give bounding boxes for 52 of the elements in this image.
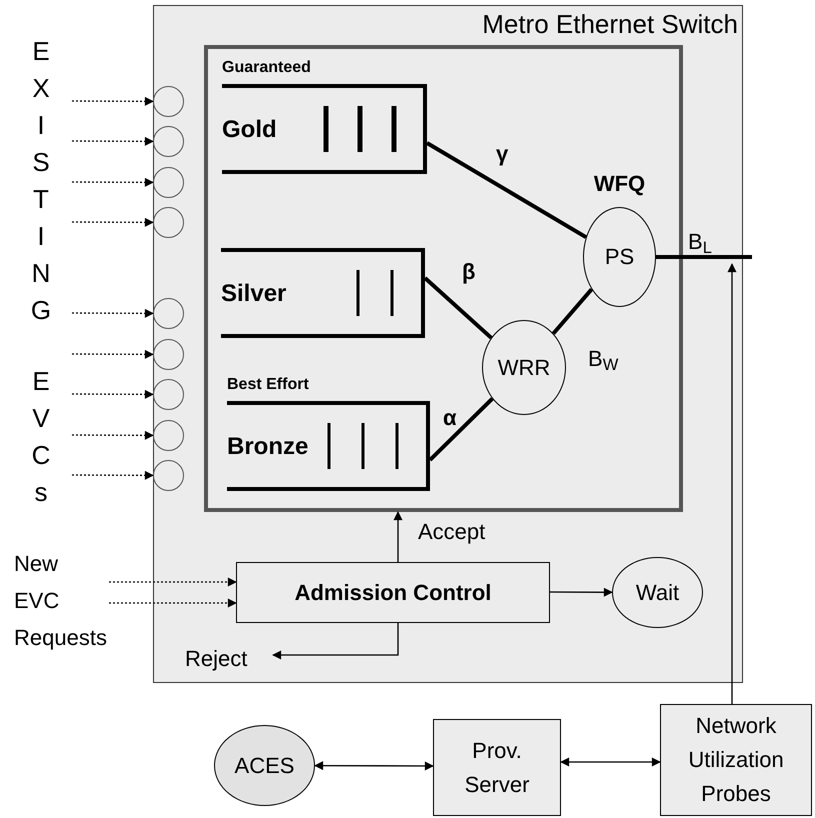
- arrow: [72, 308, 154, 318]
- arrow: [109, 578, 237, 586]
- connector-line: [552, 288, 594, 335]
- node-label: PS: [604, 243, 634, 271]
- edge-label: B$_{W}$: [588, 345, 618, 373]
- edge-label: α: [443, 404, 457, 432]
- arrow: [560, 758, 661, 766]
- text-label: New EVC Requests: [14, 545, 109, 656]
- queue-heading: Best Effort: [227, 375, 309, 395]
- arrow: [109, 598, 237, 608]
- arrow: [72, 136, 154, 146]
- edge-label: B$_{L}$: [688, 228, 712, 256]
- vertical-label: EXISTING: [30, 35, 52, 327]
- vertical-label: EVCs: [30, 365, 52, 509]
- queue-label: Gold: [222, 115, 277, 145]
- panel-title: Metro Ethernet Switch: [482, 8, 738, 40]
- arrow: [72, 178, 154, 187]
- edge-label: Accept: [418, 518, 486, 546]
- box-label: Prov. Server: [464, 736, 530, 798]
- scheduler-label: WFQ: [594, 170, 646, 198]
- arrow: [72, 350, 154, 359]
- arrow: [394, 511, 402, 562]
- connector-line: [428, 397, 494, 462]
- connector-line: [424, 276, 493, 340]
- arrow: [72, 96, 154, 106]
- switch-panel: [153, 5, 743, 683]
- edge-label: β: [462, 258, 476, 286]
- queue-label: Silver: [221, 279, 286, 309]
- queue-label: Bronze: [227, 432, 308, 462]
- text-label: Reject: [185, 640, 273, 670]
- box-label: Admission Control: [294, 578, 492, 606]
- process-box: [660, 704, 812, 816]
- arrow: [72, 470, 154, 480]
- arrow: [72, 390, 154, 399]
- arrow: [550, 588, 613, 597]
- arrow: [72, 218, 154, 227]
- connector-line: [656, 255, 752, 259]
- scheduler-panel: [204, 45, 683, 512]
- queue-heading: Guaranteed: [222, 58, 311, 78]
- edge-label: γ: [496, 140, 508, 168]
- node-label: ACES: [234, 752, 294, 780]
- arrow: [272, 623, 399, 660]
- arrow: [728, 263, 736, 704]
- process-box: [433, 719, 561, 816]
- node-label: Wait: [636, 578, 680, 606]
- process-box: [236, 562, 550, 623]
- arrow: [314, 761, 434, 770]
- node-label: WRR: [498, 354, 550, 382]
- arrow: [72, 430, 154, 440]
- connector-line: [426, 141, 588, 239]
- box-label: Network Utilization Probes: [687, 712, 785, 808]
- queue: [221, 248, 425, 338]
